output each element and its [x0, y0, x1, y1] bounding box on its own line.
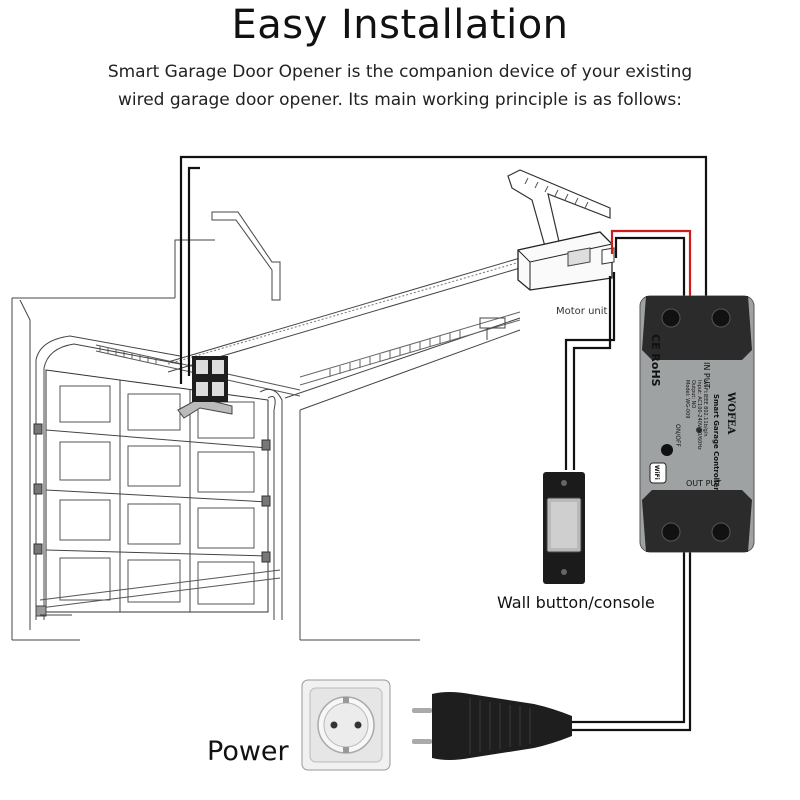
controller-labels: IN PUT CE RoHS WOFEA Smart Garage Contro…: [649, 334, 736, 491]
ce-rohs-mark: CE RoHS: [649, 334, 662, 387]
subtitle-line-2: wired garage door opener. Its main worki…: [117, 90, 683, 110]
wall-button: [543, 472, 585, 584]
subtitle-line-1: Smart Garage Door Opener is the companio…: [107, 62, 693, 82]
wiring: [179, 155, 708, 732]
spec-3: Output: NO: [690, 380, 696, 408]
brand-label: WOFEA: [725, 391, 736, 435]
power-plug: [412, 692, 572, 760]
controller-name: Smart Garage Controller: [712, 394, 720, 491]
page-title: Easy Installation: [231, 2, 569, 48]
motor-unit-label: Motor unit: [556, 306, 608, 317]
terminal-block: [192, 356, 228, 402]
smart-controller: [639, 295, 755, 553]
spec-1: Wi-Fi:IEEE 802.11b/g/n: [702, 380, 708, 437]
power-label: Power: [207, 736, 289, 767]
motor-unit: [507, 169, 615, 291]
in-put-label: IN PUT: [702, 362, 711, 389]
on-off-label: ON/OFF: [674, 424, 681, 447]
subtitle: Smart Garage Door Opener is the companio…: [60, 58, 740, 114]
wifi-label: WiFi: [653, 465, 660, 480]
spec-2: Input: AC100-240V 50/60Hz: [696, 380, 702, 450]
out-put-label: OUT PUT: [686, 479, 721, 488]
spec-4: Model: WG-009: [684, 380, 690, 418]
wall-button-label: Wall button/console: [497, 593, 655, 612]
power-socket: [301, 679, 391, 771]
garage-sketch: [11, 211, 521, 641]
